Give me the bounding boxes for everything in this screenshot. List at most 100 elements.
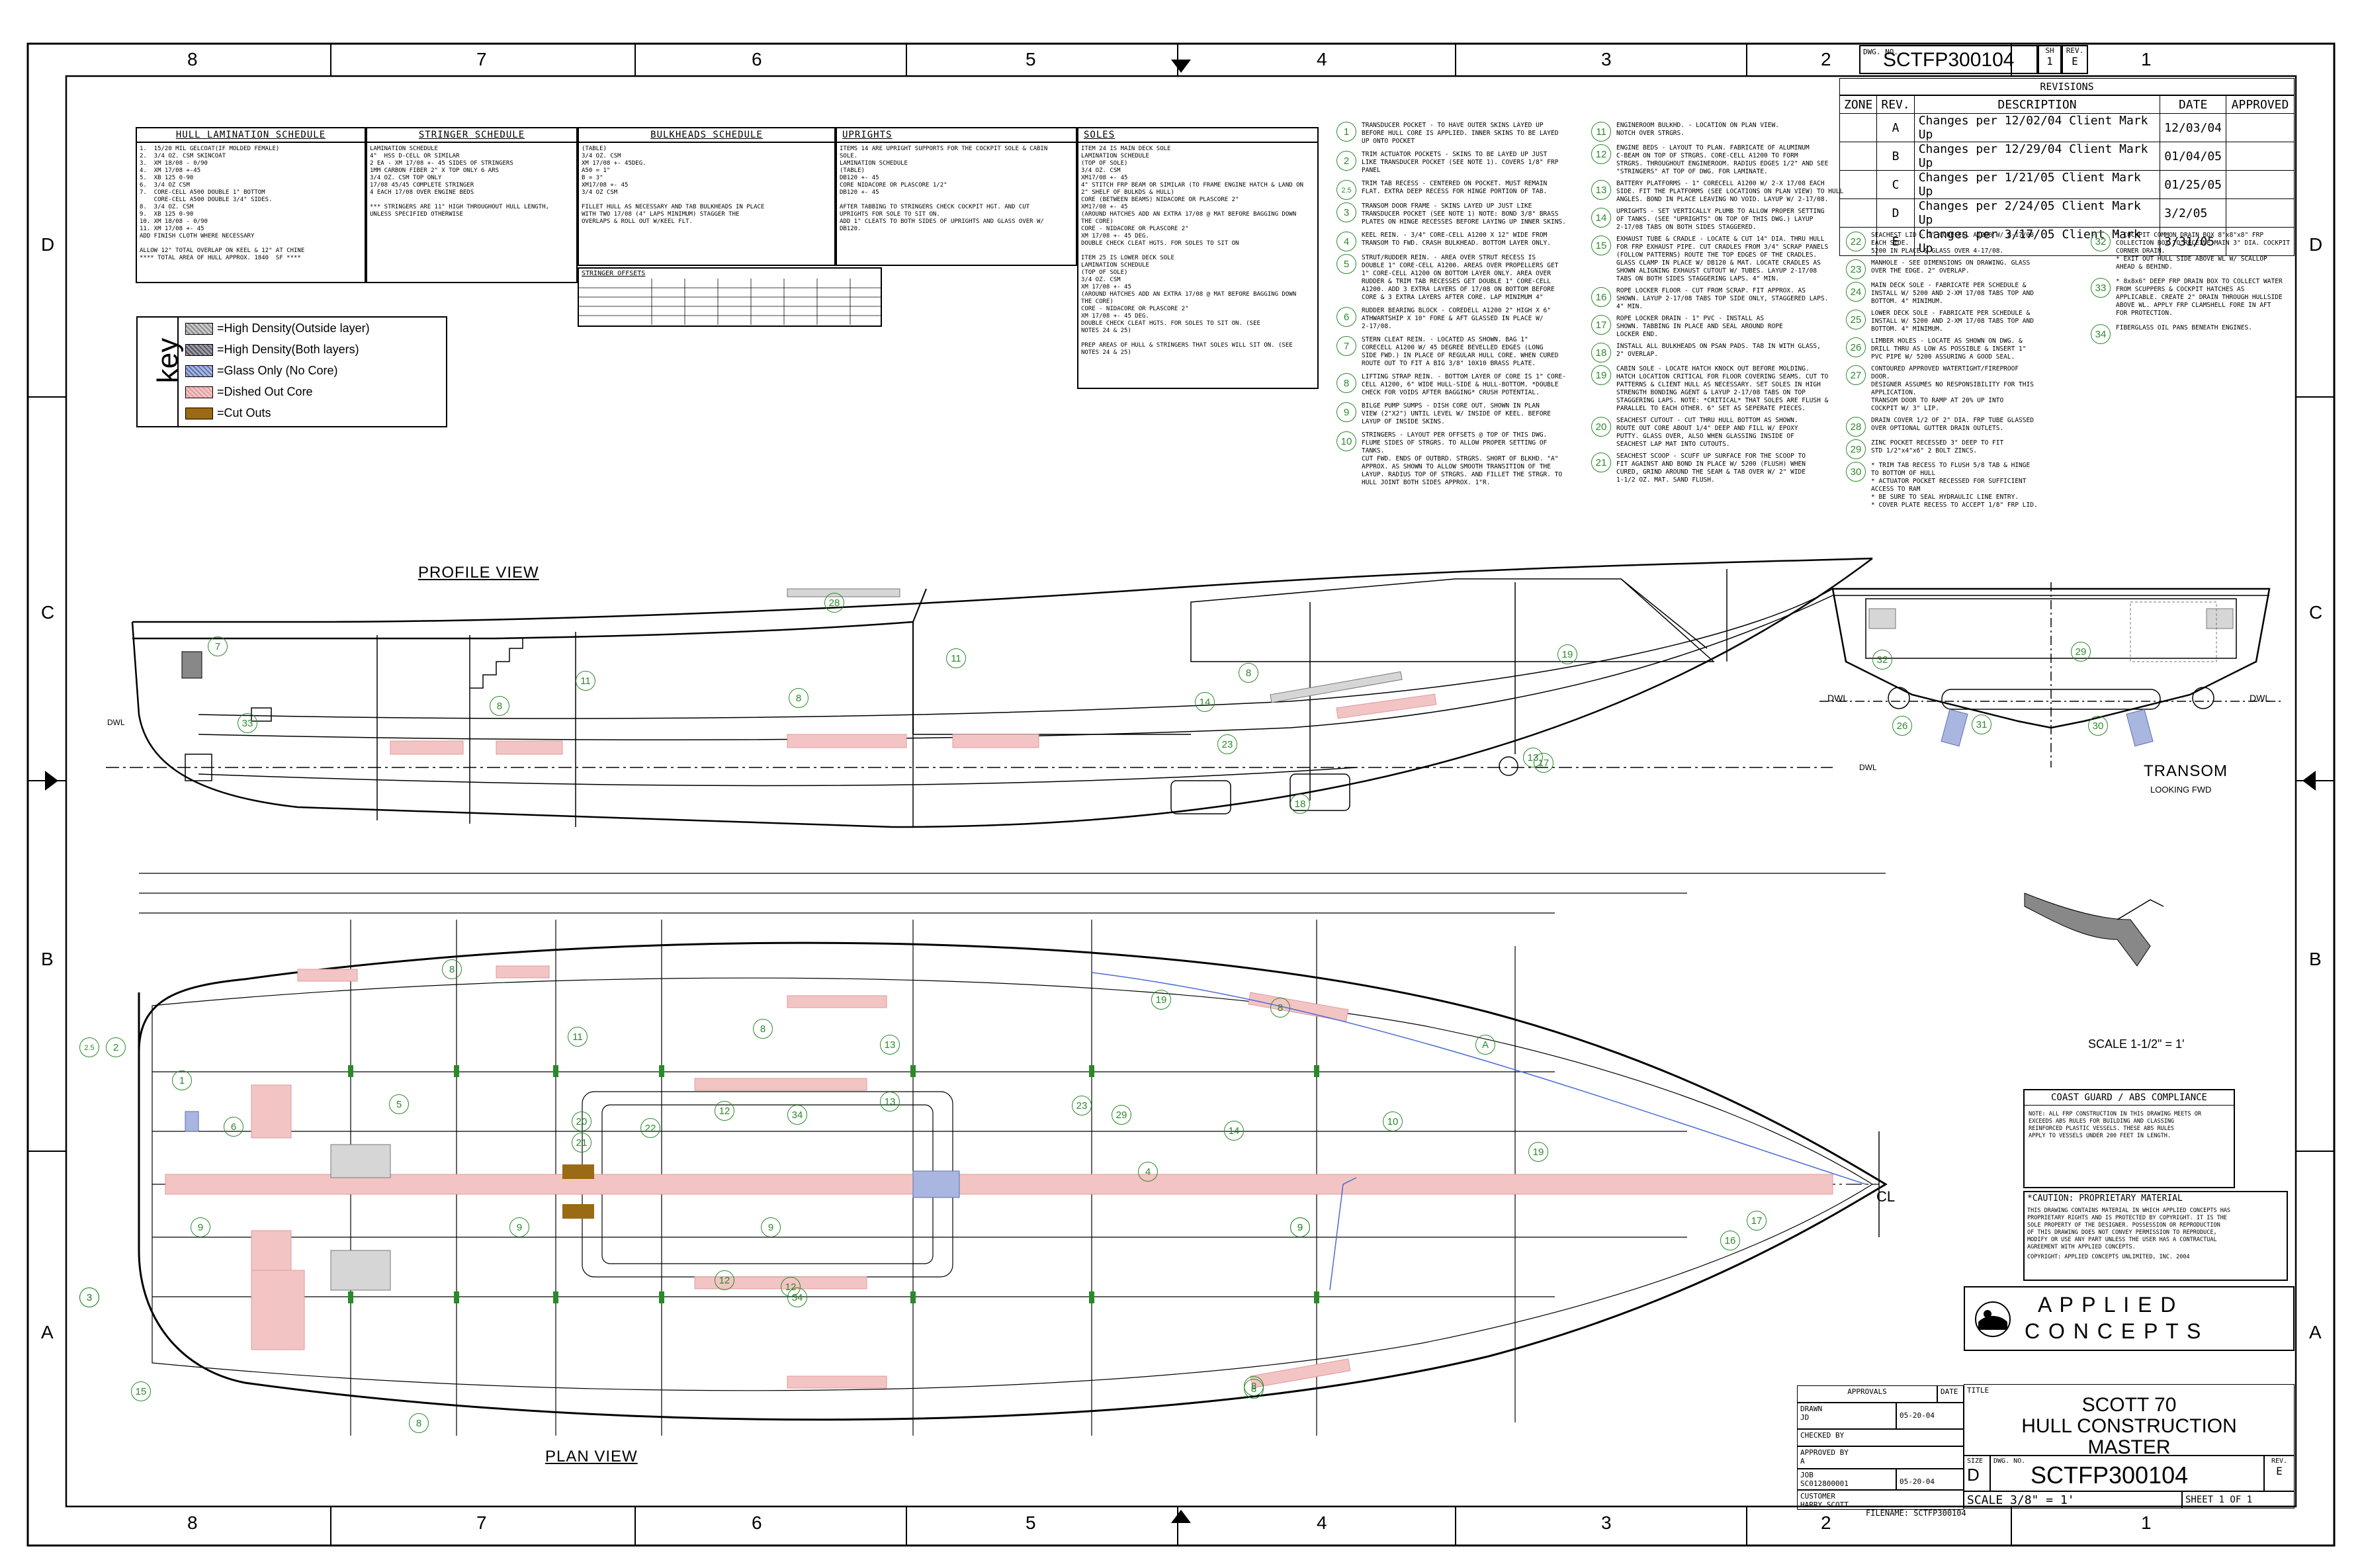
plan-callout: 8 bbox=[1270, 998, 1290, 1018]
note-text: STERN CLEAT REIN. - LOCATED AS SHOWN. BA… bbox=[1362, 336, 1559, 367]
note-number: 7 bbox=[1336, 336, 1356, 356]
transom-view-label: TRANSOM bbox=[2144, 762, 2228, 780]
note-text: EXHAUST TUBE & CRADLE - LOCATE & CUT 14"… bbox=[1616, 236, 1829, 283]
tb-sheet: SHEET 1 OF 1 bbox=[2182, 1491, 2295, 1508]
note-text: LOWER DECK SOLE - FABRICATE PER SCHEDULE… bbox=[1871, 310, 2034, 333]
header-sheet-number: 1 bbox=[2046, 55, 2053, 67]
zone-row-b-right: B bbox=[2309, 949, 2322, 969]
tb-title-cell: TITLE SCOTT 70 HULL CONSTRUCTION MASTER bbox=[1964, 1384, 2295, 1458]
note-number: 10 bbox=[1336, 431, 1356, 451]
plan-callout: 19 bbox=[1151, 990, 1171, 1010]
plan-callout: 8 bbox=[753, 1019, 773, 1039]
coast-guard-box: COAST GUARD / ABS COMPLIANCE NOTE: ALL F… bbox=[2023, 1089, 2235, 1188]
profile-dwl-left: DWL bbox=[107, 718, 125, 727]
header-sheet-label: SH bbox=[2045, 46, 2054, 55]
tb-filename: FILENAME: SCTFP300104 bbox=[1866, 1508, 1966, 1518]
note-text: * COCKPIT COMMON DRAIN BOX 8"x8"x8" FRP … bbox=[2116, 232, 2291, 271]
tb-rev-cell: REV. E bbox=[2264, 1456, 2295, 1491]
profile-dwl-right: DWL bbox=[1859, 763, 1877, 772]
zone-col-4-bottom: 4 bbox=[1317, 1512, 1327, 1533]
detail-scale-label: SCALE 1-1/2" = 1' bbox=[2088, 1037, 2185, 1051]
note-text: FIBERGLASS OIL PANS BENEATH ENGINES. bbox=[2116, 324, 2252, 331]
logo-emblem-icon bbox=[1975, 1301, 2011, 1337]
plan-centerline-label: CL bbox=[1876, 1188, 1896, 1205]
zone-row-a: A bbox=[41, 1322, 54, 1342]
uprights-schedule: UPRIGHTS ITEMS 14 ARE UPRIGHT SUPPORTS F… bbox=[836, 127, 1077, 266]
note-text: CABIN SOLE - LOCATE HATCH KNOCK OUT BEFO… bbox=[1616, 365, 1829, 412]
plan-callout: 11 bbox=[568, 1027, 588, 1047]
zone-col-3: 3 bbox=[1601, 49, 1612, 69]
rev-description: Changes per 12/02/04 Client Mark Up bbox=[1913, 113, 2161, 142]
tb-title-line-3: MASTER bbox=[2087, 1436, 2171, 1458]
plan-callout: 34 bbox=[787, 1105, 807, 1125]
plan-callout: 5 bbox=[389, 1094, 409, 1114]
zone-col-5-bottom: 5 bbox=[1026, 1512, 1036, 1533]
tb-approvals-head: APPROVALS bbox=[1797, 1385, 1937, 1403]
note-text: ROPE LOCKER DRAIN - 1" PVC - INSTALL AS … bbox=[1616, 315, 1783, 338]
tb-rev-label: REV. bbox=[2271, 1458, 2288, 1465]
plan-callout: 13 bbox=[880, 1035, 900, 1055]
company-logo-box: A P P L I E D C O N C E P T S bbox=[1964, 1286, 2295, 1351]
header-dwg-box: DWG. NO. SCTFP300104 bbox=[1859, 45, 2038, 74]
tb-approved-label: APPROVED BY bbox=[1800, 1448, 1849, 1457]
plan-callout: 2 bbox=[106, 1037, 126, 1057]
caution-copyright: COPYRIGHT: APPLIED CONCEPTS UNLIMITED, I… bbox=[2027, 1254, 2190, 1260]
soles-schedule: SOLES ITEM 24 IS MAIN DECK SOLE LAMINATI… bbox=[1077, 127, 1319, 389]
note-text: RUDDER BEARING BLOCK - COREDELL A1200 2"… bbox=[1362, 307, 1551, 330]
note-text: MANHOLE - SEE DIMENSIONS ON DRAWING. GLA… bbox=[1871, 259, 2031, 275]
zone-col-8: 8 bbox=[187, 49, 198, 69]
note-text: UPRIGHTS - SET VERTICALLY PLUMB TO ALLOW… bbox=[1616, 208, 1825, 231]
rev-date: 3/31/05 bbox=[2160, 227, 2226, 256]
tb-job-label: JOB bbox=[1800, 1471, 1814, 1479]
tb-date-head: DATE bbox=[1937, 1385, 1964, 1403]
transom-callout-26: 26 bbox=[1892, 716, 1912, 736]
zone-col-3-bottom: 3 bbox=[1601, 1512, 1612, 1533]
plan-callout: 17 bbox=[1747, 1211, 1767, 1231]
note-number: 12 bbox=[1591, 144, 1611, 164]
swatch-high-density-outside bbox=[185, 322, 213, 335]
plan-callout: 9 bbox=[761, 1217, 781, 1237]
note-number: 33 bbox=[2091, 278, 2111, 298]
stringer-schedule: STRINGER SCHEDULE LAMINATION SCHEDULE 4"… bbox=[366, 127, 578, 283]
plan-callout: 16 bbox=[1720, 1231, 1740, 1250]
note-text: DRAIN COVER 1/2 OF 2" DIA. FRP TUBE GLAS… bbox=[1871, 417, 2034, 432]
zone-col-6-bottom: 6 bbox=[752, 1512, 762, 1533]
rev-head-date: DATE bbox=[2160, 95, 2226, 114]
note-number: 2 bbox=[1336, 151, 1356, 171]
rev-head-description: DESCRIPTION bbox=[1913, 95, 2161, 114]
note-text: LIFTING STRAP REIN. - BOTTOM LAYER OF CO… bbox=[1362, 373, 1566, 396]
note-number: 8 bbox=[1336, 373, 1356, 393]
profile-callout: 11 bbox=[576, 671, 595, 691]
zone-row-b: B bbox=[41, 949, 54, 969]
profile-callout: 14 bbox=[1195, 692, 1215, 712]
swatch-dished-out-core bbox=[185, 386, 213, 398]
header-rev-letter: E bbox=[2072, 55, 2078, 67]
note-number: 32 bbox=[2091, 232, 2111, 251]
tb-title-label: TITLE bbox=[1967, 1386, 1990, 1395]
profile-callout: 19 bbox=[1557, 644, 1577, 664]
note-text: BATTERY PLATFORMS - 1" CORECELL A1200 W/… bbox=[1616, 180, 1844, 203]
soles-schedule-body: ITEM 24 IS MAIN DECK SOLE LAMINATION SCH… bbox=[1081, 146, 1303, 356]
tb-size-label: SIZE bbox=[1967, 1458, 1984, 1465]
zone-row-a-right: A bbox=[2309, 1322, 2322, 1342]
plan-callout: 20 bbox=[572, 1111, 591, 1131]
plan-callout: 29 bbox=[1112, 1105, 1131, 1125]
zone-row-c: C bbox=[41, 602, 55, 623]
bulkheads-schedule-body: (TABLE) 3/4 OZ. CSM XM 17/08 +- 45DEG. A… bbox=[582, 146, 765, 225]
tb-dwgno-value: SCTFP300104 bbox=[2031, 1461, 2189, 1489]
tb-approved-by: A bbox=[1800, 1457, 1805, 1465]
transom-dwl-right: DWL bbox=[2250, 693, 2270, 703]
header-rev-box: REV. E bbox=[2062, 45, 2088, 74]
note-number: 30 bbox=[1846, 462, 1866, 482]
rev-letter: E bbox=[1876, 227, 1915, 256]
profile-callout: 11 bbox=[946, 648, 966, 668]
tb-job: JOB SC012800001 bbox=[1797, 1469, 1896, 1490]
plan-callout: 8 bbox=[1244, 1379, 1264, 1399]
note-number: 15 bbox=[1591, 236, 1611, 255]
